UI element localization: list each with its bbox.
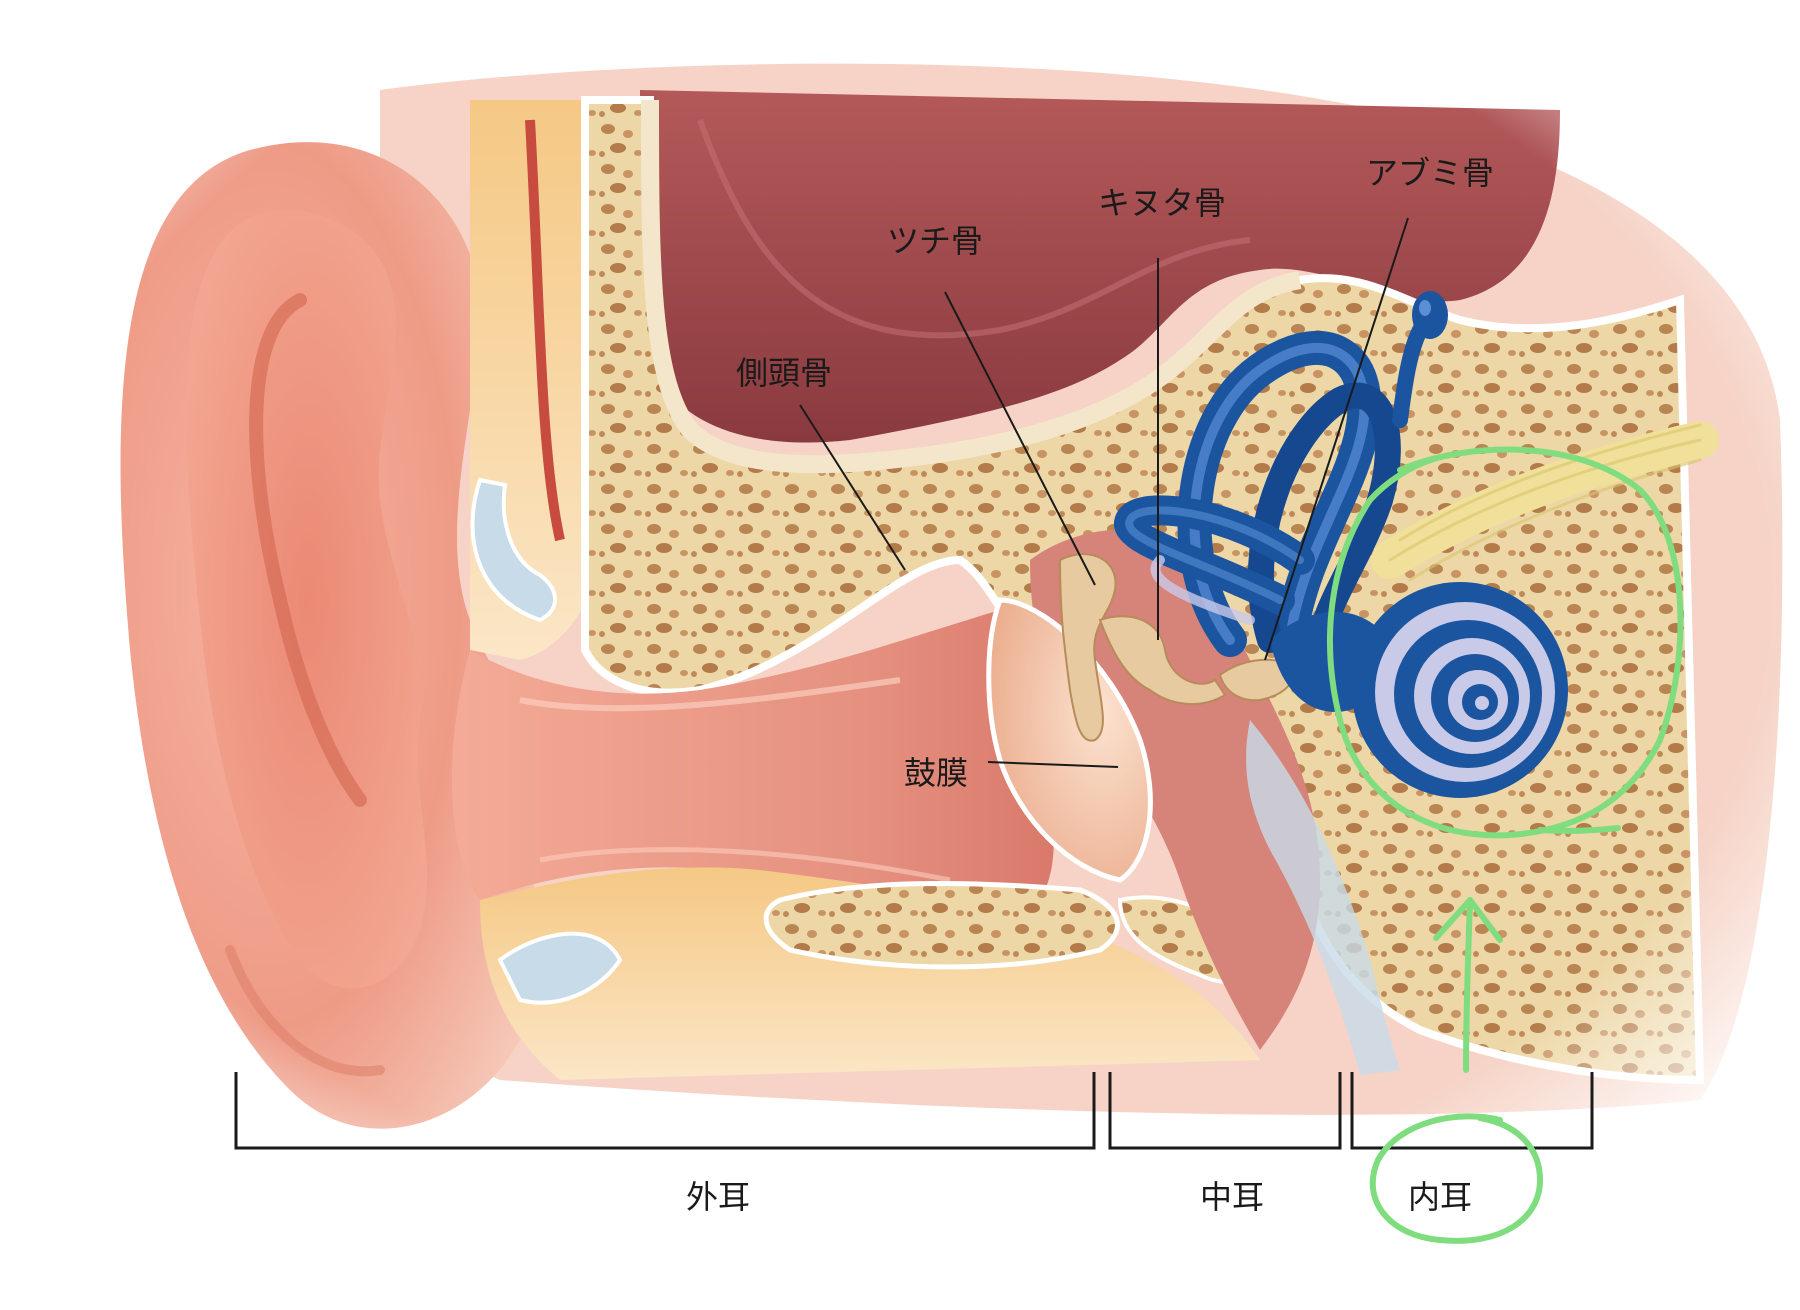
bracket-outer-ear <box>234 1072 1096 1150</box>
label-incus: キヌタ骨 <box>1098 184 1226 222</box>
leader-temporal-bone <box>799 404 906 571</box>
annotation-circle-label <box>1369 1113 1543 1244</box>
annotation-circle-tail <box>1537 825 1621 834</box>
section-brackets <box>234 1072 1594 1150</box>
label-temporal-bone: 側頭骨 <box>736 354 832 392</box>
label-eardrum: 鼓膜 <box>904 754 968 792</box>
hand-drawn-annotation <box>1327 446 1684 1244</box>
label-inner-ear: 内耳 <box>1408 1178 1472 1216</box>
label-middle-ear: 中耳 <box>1200 1178 1264 1216</box>
label-malleus: ツチ骨 <box>887 222 983 260</box>
label-stapes: アブミ骨 <box>1366 154 1494 192</box>
label-outer-ear: 外耳 <box>686 1178 750 1216</box>
annotation-arrowhead <box>1433 897 1503 943</box>
bracket-inner-ear <box>1350 1072 1594 1150</box>
leader-malleus <box>944 291 1096 586</box>
leader-stapes <box>1264 217 1409 661</box>
leader-eardrum <box>987 761 1119 768</box>
bracket-middle-ear <box>1108 1072 1342 1150</box>
annotation-arrow-shaft <box>1463 897 1473 1073</box>
leader-lines <box>799 217 1409 768</box>
